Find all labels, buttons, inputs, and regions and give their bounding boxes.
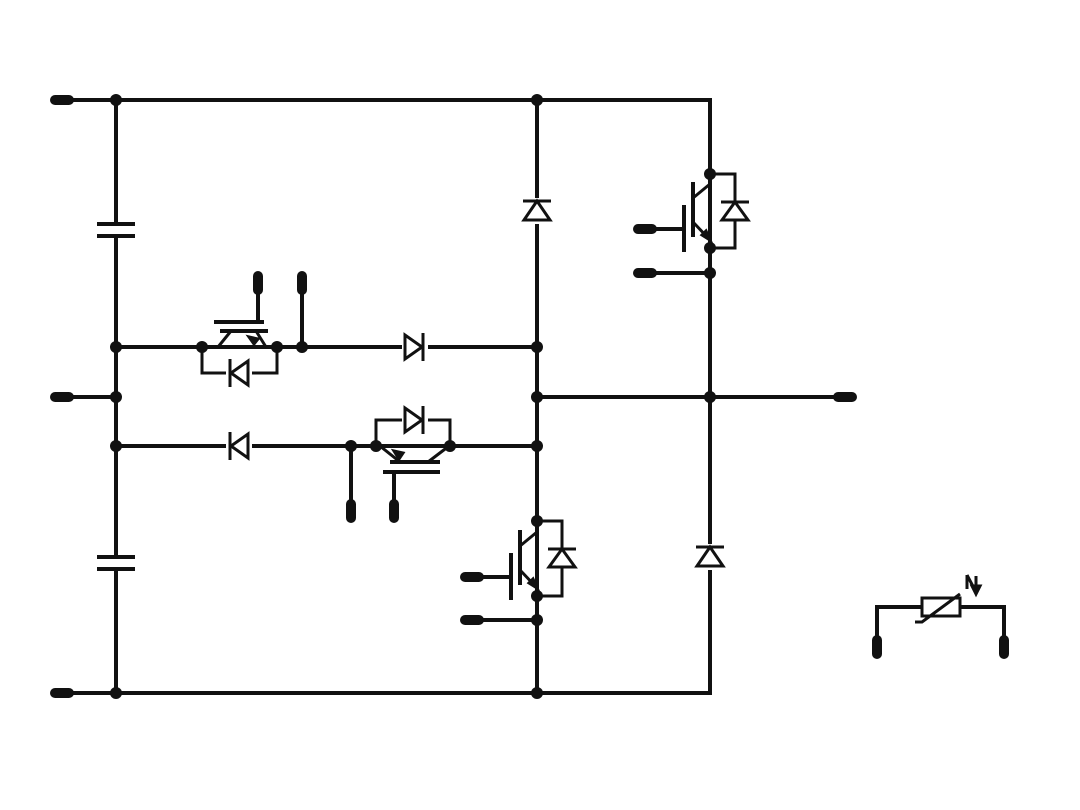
terminal-ntc-left	[872, 635, 882, 659]
clamp-diode-lower	[226, 431, 252, 461]
capacitor-upper	[97, 222, 135, 238]
terminal-emitter-top	[633, 268, 657, 278]
temperature-arrow-icon	[965, 574, 983, 598]
junction-dots	[110, 94, 716, 699]
terminal-dc-plus	[50, 95, 74, 105]
ntc-thermistor	[875, 574, 1006, 642]
terminal-emitter-bottom	[460, 615, 484, 625]
diode-mid-upper	[521, 198, 553, 224]
terminal-neutral	[50, 392, 74, 402]
terminal-emitter-inner-lower	[346, 499, 356, 523]
terminals	[50, 95, 1009, 698]
terminal-output	[833, 392, 857, 402]
capacitor-lower	[97, 555, 135, 571]
terminal-ntc-right	[999, 635, 1009, 659]
igbt-outer-top	[643, 172, 751, 252]
igbt-inner-lower	[374, 405, 452, 474]
terminal-emitter-inner-upper	[297, 271, 307, 295]
wires	[60, 98, 847, 695]
terminal-dc-minus	[50, 688, 74, 698]
igbt-inner-upper	[200, 320, 279, 388]
terminal-gate-inner-upper	[253, 271, 263, 295]
igbt-outer-bottom	[468, 519, 578, 600]
diode-right-lower	[694, 544, 726, 570]
terminal-gate-inner-lower	[389, 499, 399, 523]
clamp-diode-upper	[402, 332, 428, 362]
